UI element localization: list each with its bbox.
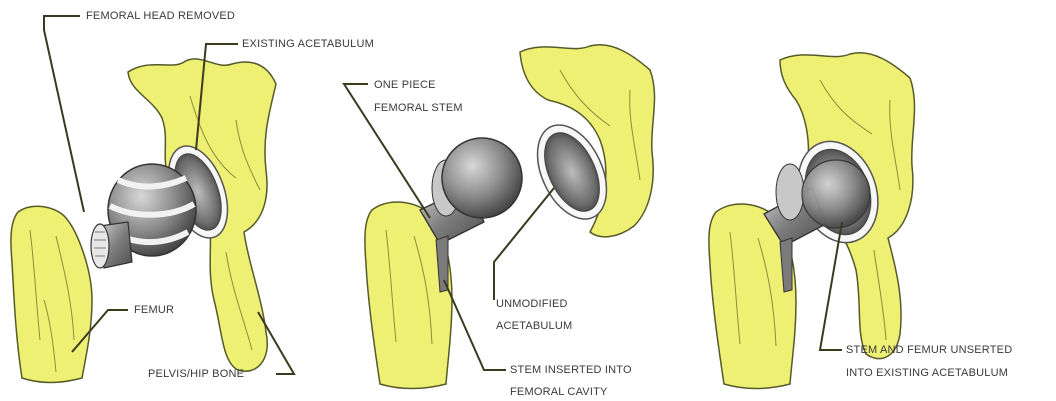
label-acetabulum: ACETABULUM [496, 319, 572, 333]
label-existing-acetabulum: EXISTING ACETABULUM [242, 37, 374, 51]
label-unmodified: UNMODIFIED [496, 297, 568, 311]
panel-2 [365, 45, 655, 389]
label-femoral-head-removed: FEMORAL HEAD REMOVED [86, 9, 235, 23]
label-femoral-cavity: FEMORAL CAVITY [510, 385, 608, 399]
femur-bone [11, 206, 92, 382]
label-stem-and-femur: STEM AND FEMUR UNSERTED [846, 343, 1012, 357]
label-femur: FEMUR [134, 303, 174, 317]
label-one-piece: ONE PIECE [374, 78, 436, 92]
panel-3 [709, 53, 915, 389]
label-femoral-stem: FEMORAL STEM [374, 101, 463, 115]
femoral-head-removed [91, 164, 196, 268]
label-pelvis-hip-bone: PELVIS/HIP BONE [148, 367, 244, 381]
label-into-existing-acetabulum: INTO EXISTING ACETABULUM [846, 366, 1008, 380]
label-stem-inserted: STEM INSERTED INTO [510, 363, 632, 377]
panel-1 [11, 59, 276, 383]
